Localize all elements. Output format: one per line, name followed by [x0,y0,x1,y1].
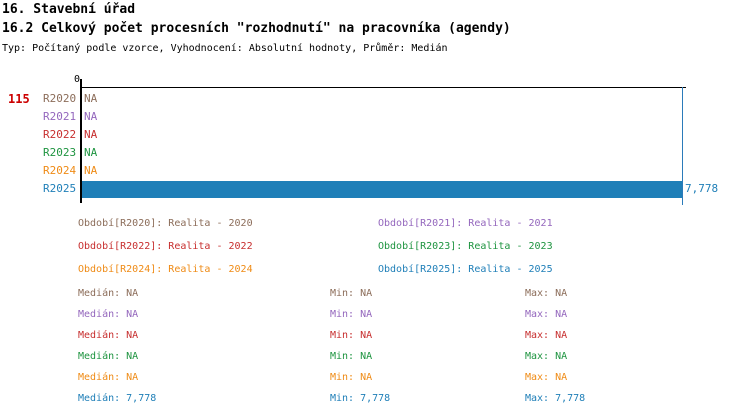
bar-row-category-label: R2020 [43,92,77,105]
legend-item[interactable]: Období[R2024]: Realita - 2024 [78,264,253,275]
page-title-section: 16. Stavební úřad [2,2,136,17]
legend-item[interactable]: Období[R2020]: Realita - 2020 [78,218,253,229]
bar-value-label: 7,778 [685,182,719,195]
legend-item[interactable]: Období[R2021]: Realita - 2021 [378,218,553,229]
stat-min: Min: NA [330,309,373,320]
bar-row-na-value: NA [84,128,98,141]
stat-max: Max: 7,778 [525,393,586,404]
bar-row-category-label: R2025 [43,182,77,195]
legend-item[interactable]: Období[R2025]: Realita - 2025 [378,264,553,275]
bar-row: R2023 NA [0,144,750,162]
stat-max: Max: NA [525,330,568,341]
y-axis-line [80,87,82,203]
x-axis-line [80,87,686,88]
stat-median: Medián: NA [78,288,139,299]
statistics-table: Medián: NA Min: NA Max: NA Medián: NA Min: N… [0,288,750,416]
stat-max: Max: NA [525,288,568,299]
page-title: 16.2 Celkový počet procesních "rozhodnut… [2,21,511,36]
bar-segment[interactable] [82,181,682,198]
stat-min: Min: NA [330,372,373,383]
stat-min: Min: NA [330,288,373,299]
stat-median: Medián: NA [78,351,139,362]
stat-min: Min: 7,778 [330,393,391,404]
stat-median: Medián: NA [78,372,139,383]
legend-item[interactable]: Období[R2022]: Realita - 2022 [78,241,253,252]
stat-median: Medián: NA [78,330,139,341]
stat-median: Medián: 7,778 [78,393,157,404]
bar-row-na-value: NA [84,146,98,159]
bar-row: R2021 NA [0,108,750,126]
stat-min: Min: NA [330,330,373,341]
bar-row: R2020 NA [0,90,750,108]
bar-row-category-label: R2021 [43,110,77,123]
page-subtitle: Typ: Počítaný podle vzorce, Vyhodnocení:… [2,43,448,54]
bar-row-na-value: NA [84,110,98,123]
page-header: 16. Stavební úřad 16.2 Celkový počet pro… [2,0,511,57]
bar-row-na-value: NA [84,164,98,177]
record-count-badge: 115 [8,92,30,106]
stat-max: Max: NA [525,351,568,362]
legend-item[interactable]: Období[R2023]: Realita - 2023 [378,241,553,252]
bar-row: R2024 NA [0,162,750,180]
bar-row-category-label: R2024 [43,164,77,177]
x-axis-tick-mark [80,79,82,88]
stat-max: Max: NA [525,372,568,383]
bar-row-na-value: NA [84,92,98,105]
bar-row: R2025 7,778 [0,180,750,198]
bar-row-category-label: R2022 [43,128,77,141]
stat-median: Medián: NA [78,309,139,320]
bar-row-category-label: R2023 [43,146,77,159]
median-reference-line [682,87,683,205]
bar-row: R2022 NA [0,126,750,144]
x-axis-tick-label-0: 0 [74,74,81,85]
stat-min: Min: NA [330,351,373,362]
stat-max: Max: NA [525,309,568,320]
